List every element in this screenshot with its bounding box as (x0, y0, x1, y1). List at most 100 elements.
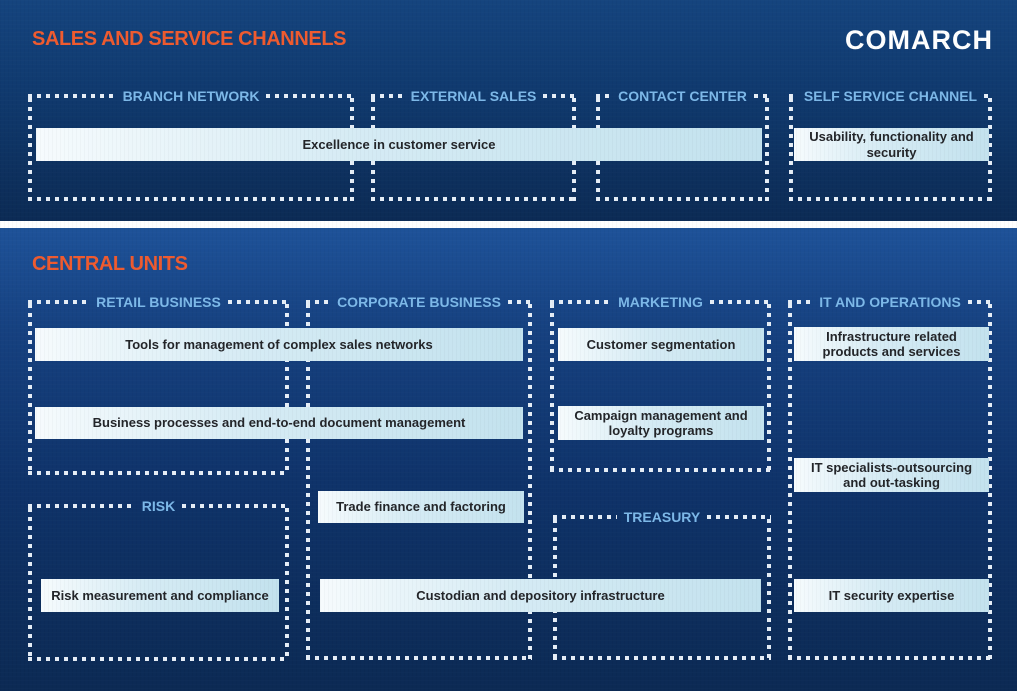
bar-text: Risk measurement and compliance (51, 587, 269, 603)
dotted-border-bottom (596, 197, 769, 201)
dotted-border-bottom (28, 657, 289, 661)
dotted-border-top: CONTACT CENTER (596, 86, 769, 106)
bar-it-security-expertise: IT security expertise (794, 579, 989, 612)
column-it-and-operations: IT AND OPERATIONS (788, 294, 992, 660)
dotted-line (266, 94, 355, 98)
dotted-line (227, 300, 290, 304)
dotted-line (28, 504, 135, 508)
dotted-border-top: SELF SERVICE CHANNEL (789, 86, 992, 106)
dotted-line (707, 515, 771, 519)
bar-custodian-depository-infrastructure: Custodian and depository infrastructure (320, 579, 761, 612)
dotted-border-right (765, 98, 769, 201)
dotted-line (596, 94, 612, 98)
column-marketing: MARKETING (550, 294, 771, 472)
dotted-line (553, 515, 617, 519)
bar-campaign-management-loyalty: Campaign management and loyalty programs (558, 406, 764, 440)
bar-text: Usability, functionality and security (809, 129, 974, 160)
bar-trade-finance-factoring: Trade finance and factoring (318, 491, 524, 523)
dotted-border-top: RISK (28, 496, 290, 516)
dotted-border-left (28, 304, 32, 475)
dotted-border-top: BRANCH NETWORK (28, 86, 355, 106)
dotted-border-right (988, 98, 992, 201)
bar-text: Customer segmentation (586, 336, 736, 352)
column-corporate-business: CORPORATE BUSINESS (306, 294, 532, 660)
dotted-border-right (528, 304, 532, 660)
column-label-contact-center: CONTACT CENTER (618, 88, 747, 104)
dotted-line (709, 300, 771, 304)
bar-text: Business processes and end-to-end docume… (92, 415, 466, 431)
section-divider (0, 221, 1017, 228)
bar-customer-segmentation: Customer segmentation (558, 328, 764, 361)
dotted-line (182, 504, 290, 508)
bar-text: Tools for management of complex sales ne… (125, 336, 433, 352)
dotted-line (507, 300, 532, 304)
dotted-border-right (285, 508, 289, 661)
column-label-self-service-channel: SELF SERVICE CHANNEL (803, 88, 978, 104)
bar-text: Custodian and depository infrastructure (416, 587, 665, 603)
dotted-border-left (306, 304, 310, 660)
column-self-service-channel: SELF SERVICE CHANNEL (789, 88, 992, 201)
dotted-border-right (767, 519, 771, 660)
bar-text: IT security expertise (828, 587, 955, 603)
column-label-external-sales: EXTERNAL SALES (410, 88, 537, 104)
dotted-line (788, 300, 813, 304)
column-label-corporate-business: CORPORATE BUSINESS (337, 294, 501, 310)
bar-risk-measurement-compliance: Risk measurement and compliance (41, 579, 279, 612)
dotted-border-bottom (788, 656, 992, 660)
bar-excellence-in-customer-service: Excellence in customer service (36, 128, 762, 161)
dotted-border-bottom (28, 471, 289, 475)
column-label-it-and-operations: IT AND OPERATIONS (819, 294, 961, 310)
dotted-border-bottom (789, 197, 992, 201)
dotted-border-top: TREASURY (553, 507, 771, 527)
dotted-line (543, 94, 577, 98)
dotted-border-right (988, 304, 992, 660)
bar-text: IT specialists-outsourcing and out-taski… (810, 459, 973, 490)
bar-text: Campaign management and loyalty programs (574, 407, 748, 438)
dotted-border-bottom (371, 197, 576, 201)
bar-it-specialists-outsourcing: IT specialists-outsourcing and out-taski… (794, 458, 989, 492)
column-label-marketing: MARKETING (618, 294, 703, 310)
dotted-border-top: IT AND OPERATIONS (788, 292, 992, 312)
dotted-border-top: EXTERNAL SALES (371, 86, 577, 106)
dotted-border-bottom (306, 656, 532, 660)
column-label-treasury: TREASURY (623, 509, 701, 525)
dotted-border-left (789, 98, 793, 201)
dotted-border-right (285, 304, 289, 475)
bar-tools-complex-sales-networks: Tools for management of complex sales ne… (35, 328, 523, 361)
dotted-line (984, 94, 992, 98)
dotted-line (550, 300, 612, 304)
dotted-line (789, 94, 797, 98)
column-label-risk: RISK (141, 498, 176, 514)
comarch-logo: COMARCH (845, 25, 993, 55)
column-retail-business: RETAIL BUSINESS (28, 294, 290, 475)
dotted-border-left (550, 304, 554, 472)
dotted-border-bottom (550, 468, 771, 472)
column-label-retail-business: RETAIL BUSINESS (96, 294, 221, 310)
dotted-line (28, 300, 90, 304)
dotted-border-left (788, 304, 792, 660)
column-risk: RISK (28, 498, 290, 661)
dotted-border-bottom (28, 197, 354, 201)
column-label-branch-network: BRANCH NETWORK (122, 88, 260, 104)
sales-channels-title: SALES AND SERVICE CHANNELS (32, 28, 347, 50)
dotted-line (753, 94, 769, 98)
bar-usability-functionality-security: Usability, functionality and security (794, 128, 989, 161)
dotted-line (28, 94, 116, 98)
central-units-title: CENTRAL UNITS (32, 253, 188, 275)
bar-infrastructure-products-services: Infrastructure related products and serv… (794, 327, 989, 361)
dotted-border-top: MARKETING (550, 292, 771, 312)
dotted-line (371, 94, 404, 98)
dotted-border-right (767, 304, 771, 472)
bar-text: Infrastructure related products and serv… (822, 328, 961, 359)
dotted-border-top: CORPORATE BUSINESS (306, 292, 532, 312)
bar-business-processes-document-management: Business processes and end-to-end docume… (35, 407, 523, 439)
section-sales-channels-background (0, 0, 1017, 221)
bar-text: Excellence in customer service (302, 136, 496, 152)
dotted-line (306, 300, 331, 304)
dotted-line (967, 300, 992, 304)
bar-text: Trade finance and factoring (336, 499, 506, 515)
dotted-border-top: RETAIL BUSINESS (28, 292, 290, 312)
dotted-border-left (28, 508, 32, 661)
dotted-border-left (28, 98, 32, 201)
